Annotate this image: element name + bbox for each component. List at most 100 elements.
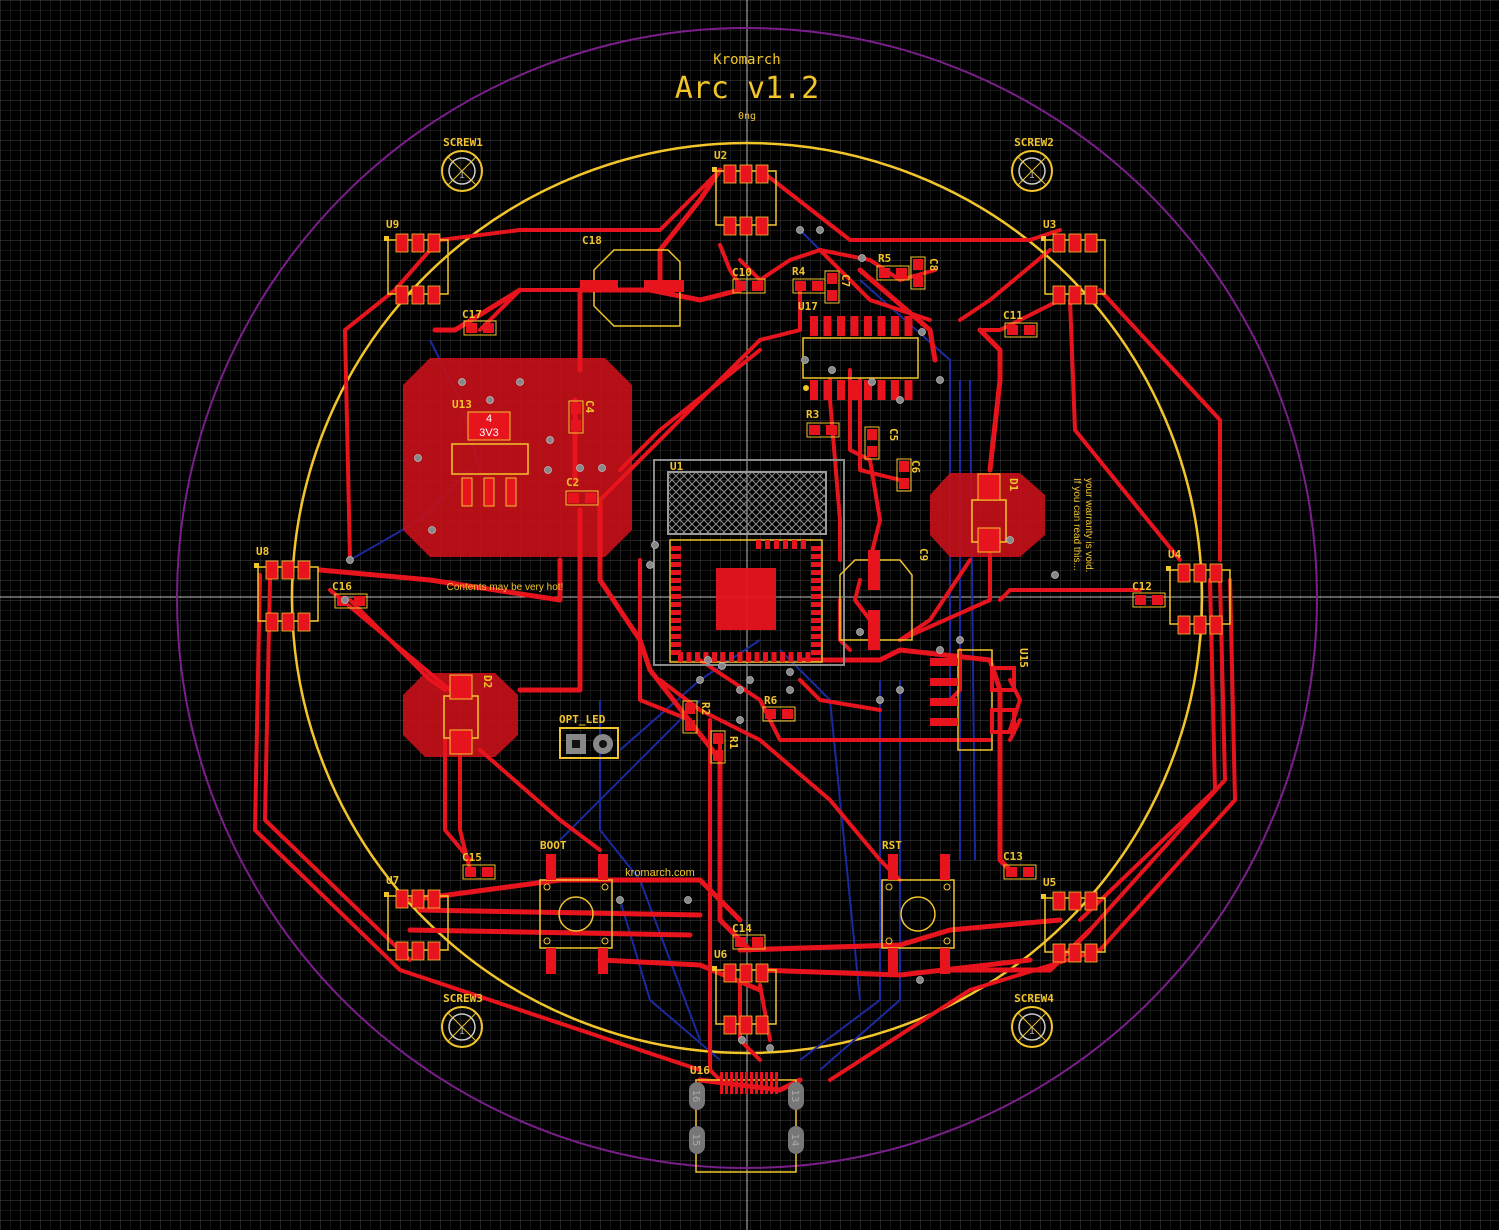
button-body <box>881 879 955 949</box>
regulator-pad-num: 4 <box>486 413 492 425</box>
capacitor[interactable]: C12 <box>1132 580 1166 608</box>
button-pin <box>940 854 950 880</box>
connector-pin <box>930 718 958 726</box>
capacitor-c9-large[interactable]: C9 <box>839 548 930 650</box>
resistor-pad <box>782 709 793 719</box>
led-u4[interactable]: U4 <box>1166 548 1231 635</box>
capacitor[interactable]: C11 <box>1003 309 1038 338</box>
resistor-pad <box>879 268 890 278</box>
screw-screw3[interactable]: SCREW3 1 <box>441 992 483 1048</box>
usb-signal-pin <box>770 1072 773 1094</box>
shift-register-pin <box>864 380 872 400</box>
component-label: C14 <box>732 922 752 935</box>
resistor-outline <box>682 700 698 734</box>
led-pad <box>297 560 311 580</box>
mcu-pad <box>811 610 821 615</box>
led-u5[interactable]: U5 <box>1041 876 1106 963</box>
capacitor-pad <box>752 937 763 947</box>
led-pad <box>395 941 409 961</box>
diode-d2[interactable]: D2 <box>443 674 494 755</box>
regulator-pin-3 <box>505 477 517 507</box>
button-corner <box>601 883 609 891</box>
capacitor[interactable]: C17 <box>462 308 497 336</box>
resistor[interactable]: R6 <box>762 694 796 722</box>
mcu-pad <box>811 602 821 607</box>
led-pad <box>755 1015 769 1035</box>
screw-screw2[interactable]: SCREW2 1 <box>1011 136 1054 192</box>
capacitor-outline <box>1004 322 1038 338</box>
via <box>458 378 466 386</box>
led-u6[interactable]: U6 <box>712 948 777 1035</box>
via <box>428 526 436 534</box>
led-u7[interactable]: U7 <box>384 874 449 961</box>
led-pad <box>1209 615 1223 635</box>
resistor[interactable]: R3 <box>806 408 840 438</box>
led-u8[interactable]: U8 <box>254 545 319 632</box>
mcu-pad <box>774 540 779 549</box>
screw-screw1[interactable]: SCREW1 1 <box>441 136 483 192</box>
capacitor[interactable]: C14 <box>732 922 766 950</box>
led-pad <box>1193 563 1207 583</box>
led-u9[interactable]: U9 <box>384 218 449 305</box>
component-label: U9 <box>386 218 399 231</box>
led-u2[interactable]: U2 <box>712 149 777 236</box>
capacitor[interactable]: C15 <box>462 851 496 880</box>
button-corner <box>543 883 551 891</box>
led-u3[interactable]: U3 <box>1041 218 1106 305</box>
component-label: C6 <box>909 460 922 474</box>
capacitor[interactable]: C13 <box>1003 850 1037 880</box>
resistor[interactable]: R2 <box>682 700 712 734</box>
button-pin <box>940 948 950 974</box>
diode-label: D1 <box>1007 478 1020 492</box>
component-label: U6 <box>714 948 728 961</box>
capacitor-pad <box>571 403 581 414</box>
led-pad <box>739 963 753 983</box>
capacitor[interactable]: C8 <box>910 256 940 290</box>
capacitor-outline <box>896 458 912 492</box>
capacitor[interactable]: C2 <box>565 476 599 506</box>
led-pad <box>297 612 311 632</box>
usb-shield-pad-14: 14 <box>788 1126 804 1154</box>
opt-led-header[interactable]: OPT_LED <box>559 713 619 759</box>
resistor-outline <box>710 730 726 764</box>
screw-label: SCREW4 <box>1014 992 1054 1005</box>
capacitor-outline <box>462 864 496 880</box>
connector-pin <box>930 658 958 666</box>
reset-button[interactable]: RST <box>881 839 955 974</box>
capacitor-outline <box>463 320 497 336</box>
led-pad <box>281 560 295 580</box>
screw-pad <box>448 1013 476 1041</box>
mcu-u1[interactable]: U1 <box>653 459 845 666</box>
led-pin1-marker <box>384 892 389 897</box>
screw-screw4[interactable]: SCREW4 1 <box>1011 992 1054 1048</box>
component-label: C15 <box>462 851 482 864</box>
resistor[interactable]: R1 <box>710 730 740 764</box>
resistor[interactable]: R5 <box>876 252 910 281</box>
screw-cross <box>1017 156 1047 186</box>
screw-cross <box>1017 1012 1047 1042</box>
mcu-pad <box>756 540 761 549</box>
regulator-u13[interactable]: U13 4 3V3 <box>451 398 529 507</box>
capacitor-c18-large[interactable]: C18 <box>580 234 684 327</box>
mcu-pad <box>671 650 681 655</box>
mcu-pad <box>671 578 681 583</box>
capacitor[interactable]: C4 <box>568 400 596 434</box>
mcu-pad <box>671 642 681 647</box>
capacitor-pad <box>1007 325 1018 335</box>
mcu-pads <box>671 540 821 662</box>
capacitor[interactable]: C10 <box>732 266 766 294</box>
resistor[interactable]: R4 <box>792 265 826 294</box>
capacitor[interactable]: C5 <box>864 426 900 460</box>
led-pad <box>1068 943 1082 963</box>
screw-pad-label: 1 <box>1029 170 1035 181</box>
connector-u15[interactable]: U15 <box>930 648 1030 751</box>
usb-connector-u16[interactable]: U16 16 13 15 14 <box>689 1064 804 1173</box>
shift-register-u17[interactable]: U17 <box>798 300 919 400</box>
mcu-pad <box>783 540 788 549</box>
via <box>616 896 624 904</box>
mcu-pad <box>811 650 821 655</box>
capacitor[interactable]: C6 <box>896 458 922 492</box>
diode-d1[interactable]: D1 <box>971 473 1020 553</box>
boot-button[interactable]: BOOT <box>539 839 613 974</box>
